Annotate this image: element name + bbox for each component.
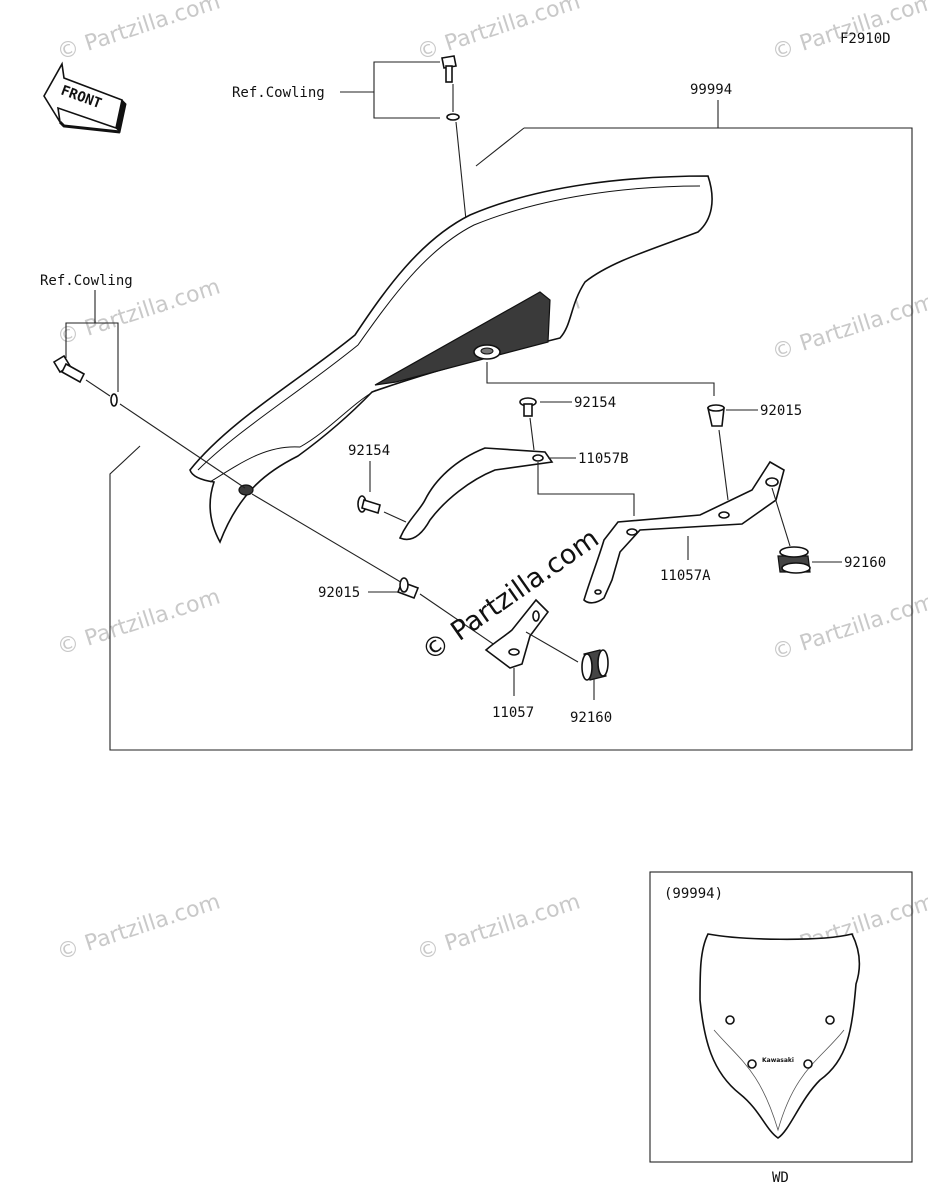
watermark: © Partzilla.com [769, 289, 928, 365]
bracket-a-label: 11057A [660, 568, 711, 584]
screw-left-label: 92154 [348, 443, 390, 459]
watermark: © Partzilla.com [54, 889, 223, 965]
watermark: © Partzilla.com [769, 589, 928, 665]
inset-caption: WD [772, 1170, 789, 1186]
bolt-icon [441, 55, 457, 83]
grommet-right-icon [777, 546, 811, 574]
bracket-a-part [583, 460, 785, 604]
bolt-icon [52, 354, 86, 384]
ref-cowling-left-bracket [65, 322, 119, 392]
watermark: © Partzilla.com [54, 584, 223, 660]
washer-icon [110, 393, 118, 407]
grommet-lower-label: 92160 [570, 710, 612, 726]
collar-upper-icon [707, 404, 725, 427]
inset-frame [649, 871, 913, 1163]
bracket-b-part [398, 447, 554, 541]
front-arrow-icon: FRONT [43, 61, 127, 134]
screw-upper-label: 92154 [574, 395, 616, 411]
windshield-front-view: Kawasaki [699, 933, 861, 1139]
bracket-label: 11057 [492, 705, 534, 721]
inset-title: (99994) [664, 886, 723, 902]
collar-left-label: 92015 [318, 585, 360, 601]
assembly-label: 99994 [690, 82, 732, 98]
assembly-frame [109, 127, 913, 751]
grommet-lower-icon [581, 649, 609, 681]
grommet-right-label: 92160 [844, 555, 886, 571]
screw-left-icon [357, 495, 381, 515]
ref-cowling-top-bracket [373, 61, 440, 119]
bracket-b-label: 11057B [578, 451, 629, 467]
ref-cowling-top-label: Ref.Cowling [232, 85, 325, 101]
washer-icon [446, 113, 460, 121]
watermark-layer: © Partzilla.com © Partzilla.com © Partzi… [54, 0, 928, 966]
collar-left-icon [396, 577, 420, 600]
ref-cowling-left-label: Ref.Cowling [40, 273, 133, 289]
bracket-part [484, 598, 550, 669]
watermark: © Partzilla.com [414, 0, 583, 66]
windshield-part [189, 175, 713, 544]
screw-upper-icon [519, 397, 537, 417]
figure-code: F2910D [840, 31, 891, 47]
watermark: © Partzilla.com [414, 889, 583, 965]
inset-logo-text: Kawasaki [762, 1057, 794, 1064]
collar-upper-label: 92015 [760, 403, 802, 419]
watermark: © Partzilla.com [54, 0, 223, 66]
